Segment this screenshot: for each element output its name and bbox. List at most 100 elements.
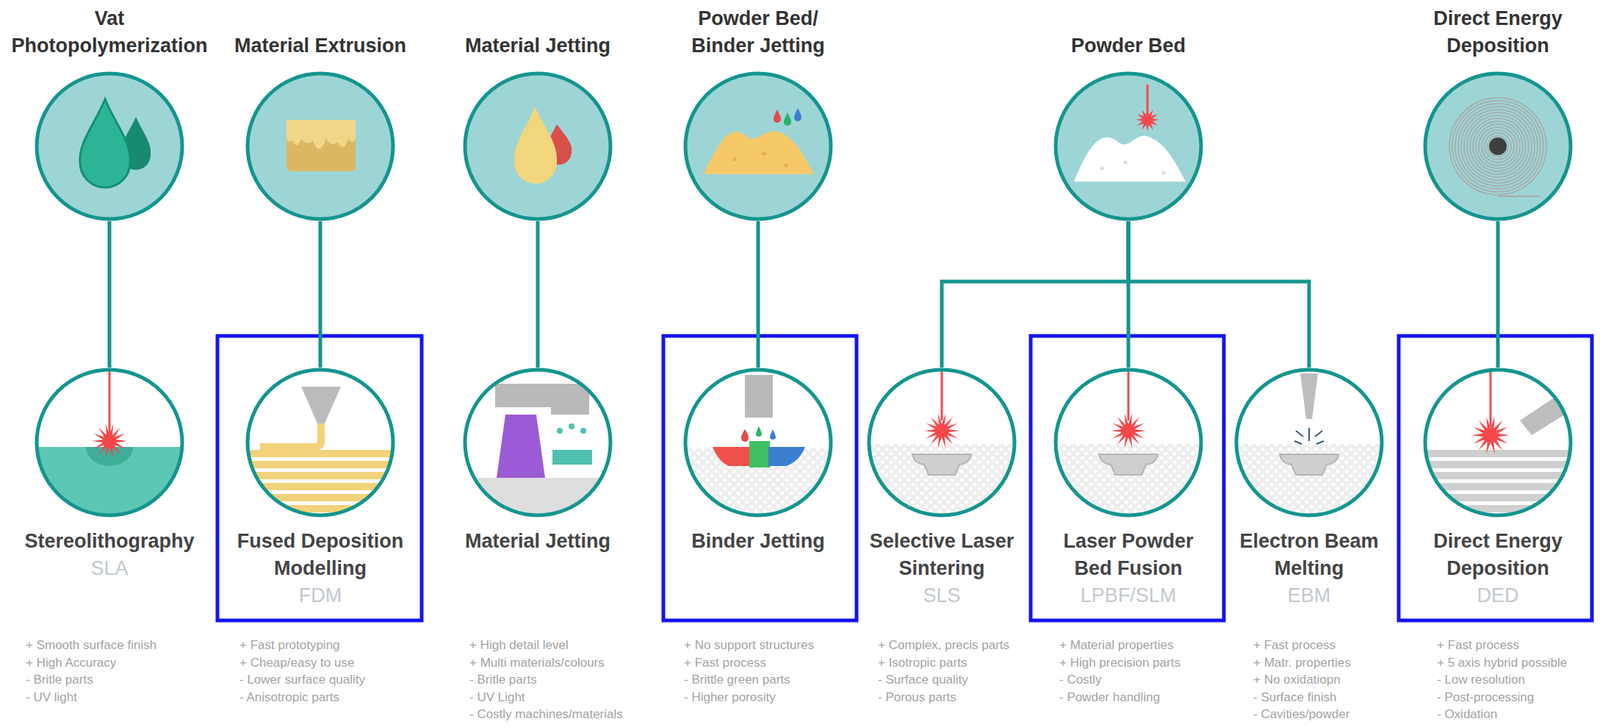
feature-note: - Britle parts: [25, 670, 94, 689]
feature-note: - Anisotropic parts: [239, 688, 340, 706]
category-heading: Direct Energy Deposition: [1401, 5, 1595, 60]
feature-note: - Costly: [1059, 670, 1102, 689]
feature-note: + Cheap/easy to use: [239, 653, 355, 672]
tree-connector: [107, 221, 112, 368]
process-name: Electron Beam Melting: [1220, 527, 1398, 582]
feature-note: - Surface finish: [1253, 688, 1337, 706]
process-name: Direct Energy Deposition: [1406, 527, 1590, 582]
category-heading: Powder Bed: [1018, 32, 1239, 60]
process-icon: [462, 71, 613, 222]
process-name: Binder Jetting: [666, 527, 850, 555]
process-icon: [866, 367, 1017, 518]
highlight-frame: [1398, 335, 1592, 621]
feature-note: + No oxidatiopn: [1253, 670, 1341, 689]
feature-note: + Matr. properties: [1253, 653, 1351, 672]
feature-note: + No support structures: [683, 636, 814, 654]
process-abbreviation: DED: [1406, 581, 1590, 609]
feature-note: + Smooth surface finish: [25, 636, 157, 654]
feature-note: + Fast process: [1436, 636, 1520, 654]
feature-note: - Higher porosity: [683, 688, 776, 706]
feature-note: + Complex, precis parts: [877, 636, 1010, 654]
feature-note: - Surface quality: [877, 670, 969, 689]
process-icon: [1422, 71, 1573, 222]
feature-note: - UV light: [25, 688, 78, 706]
process-node: Electron Beam MeltingEBM: [1212, 367, 1407, 609]
feature-note: - Lower surface quality: [239, 670, 366, 689]
process-node: Fused Deposition ModellingFDM: [223, 367, 418, 609]
process-label: Electron Beam MeltingEBM: [1220, 527, 1398, 609]
process-name: Stereolithography: [13, 527, 205, 555]
process-node: Selective Laser SinteringSLS: [844, 367, 1039, 609]
process-label: StereolithographySLA: [13, 527, 205, 582]
process-name: Material Jetting: [442, 527, 634, 555]
feature-note: + Fast prototyping: [239, 636, 341, 654]
process-icon: [1234, 367, 1385, 518]
process-icon: [462, 367, 613, 518]
process-node: Laser Powder Bed FusionLPBF/SLM: [1031, 367, 1226, 609]
feature-note: + High detail level: [469, 636, 569, 654]
process-label: Selective Laser SinteringSLS: [853, 527, 1030, 609]
feature-note: - Brittle green parts: [683, 670, 791, 689]
process-label: Material Jetting: [442, 527, 634, 555]
highlight-frame: [663, 335, 857, 621]
process-icon: [34, 71, 185, 222]
category-circle: Vat Photopolymerization: [34, 71, 185, 222]
feature-note: - Cavities/powder: [1253, 705, 1350, 723]
feature-note: + Material properties: [1059, 636, 1174, 654]
feature-note: + 5 axis hybrid possible: [1436, 653, 1567, 672]
feature-note: + High precision parts: [1059, 653, 1181, 672]
category-circle: Material Extrusion: [245, 71, 396, 222]
category-heading: Material Jetting: [420, 32, 656, 60]
feature-note: - Post-processing: [1436, 688, 1534, 706]
feature-note: + Fast process: [1253, 636, 1336, 654]
tree-connector: [756, 221, 761, 368]
process-icon: [683, 367, 834, 518]
process-icon: [683, 71, 834, 222]
feature-note: + High Accuracy: [25, 653, 117, 672]
process-icon: [245, 71, 396, 222]
tree-connector: [536, 221, 540, 368]
highlight-frame: [1030, 335, 1224, 621]
feature-note: - UV Light: [469, 688, 526, 706]
highlight-frame: [217, 335, 422, 621]
process-node: StereolithographySLA: [12, 367, 207, 582]
category-circle: Material Jetting: [462, 71, 613, 222]
process-icon: [1053, 367, 1204, 518]
feature-note: - Oxidation: [1436, 705, 1498, 723]
process-node: Material Jetting: [440, 367, 635, 555]
feature-note: - Costly machines/materials: [469, 705, 623, 723]
feature-note: - Porous parts: [877, 688, 957, 706]
process-abbreviation: LPBF/SLM: [1047, 581, 1210, 609]
feature-note: - Britle parts: [469, 670, 538, 689]
process-icon: [1053, 71, 1204, 222]
feature-note: - Low resolution: [1436, 670, 1526, 689]
process-node: Binder Jetting: [661, 367, 856, 555]
tree-connector: [941, 221, 1129, 368]
process-name: Fused Deposition Modelling: [224, 527, 416, 582]
category-circle: Direct Energy Deposition: [1422, 71, 1573, 222]
category-heading: Powder Bed/ Binder Jetting: [673, 5, 843, 60]
process-label: Direct Energy DepositionDED: [1406, 527, 1590, 609]
process-abbreviation: EBM: [1220, 581, 1398, 609]
process-name: Selective Laser Sintering: [853, 527, 1030, 582]
category-circle: Powder Bed: [1053, 71, 1204, 222]
process-abbreviation: FDM: [224, 581, 416, 609]
process-icon: [245, 367, 396, 518]
process-label: Binder Jetting: [666, 527, 850, 555]
category-circle: Powder Bed/ Binder Jetting: [683, 71, 834, 222]
feature-note: + Fast process: [683, 653, 767, 672]
process-label: Laser Powder Bed FusionLPBF/SLM: [1047, 527, 1210, 609]
process-icon: [1422, 367, 1573, 518]
process-label: Fused Deposition ModellingFDM: [224, 527, 416, 609]
tree-connector: [318, 221, 323, 368]
process-abbreviation: SLS: [853, 581, 1030, 609]
tree-connector: [1496, 221, 1501, 368]
feature-note: - Powder handling: [1059, 688, 1160, 706]
category-heading: Material Extrusion: [202, 32, 438, 60]
tree-connector: [1128, 221, 1310, 368]
process-icon: [34, 367, 185, 518]
process-abbreviation: SLA: [13, 554, 205, 582]
process-name: Laser Powder Bed Fusion: [1047, 527, 1210, 582]
feature-note: + Multi materials/colours: [469, 653, 605, 672]
process-node: Direct Energy DepositionDED: [1400, 367, 1595, 609]
